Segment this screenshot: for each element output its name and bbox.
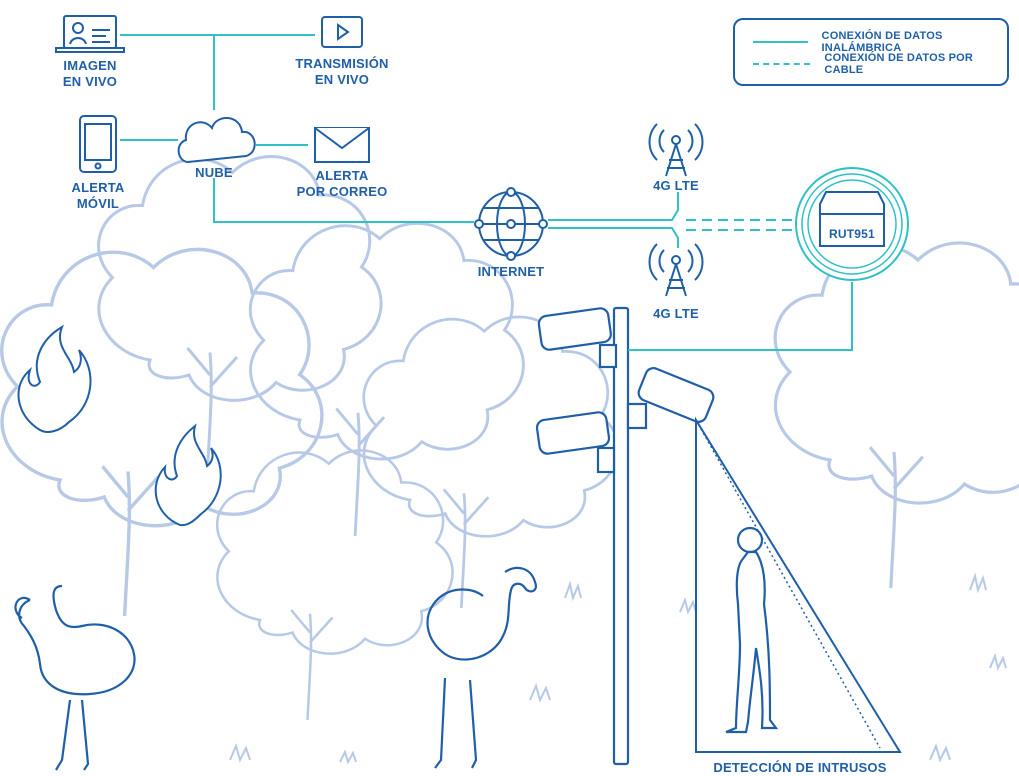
camera-pole (535, 306, 715, 766)
tree (215, 449, 454, 722)
camera-icon (535, 411, 616, 474)
wireless-link (213, 34, 315, 110)
email-alert-label: ALERTA POR CORREO (292, 168, 392, 200)
live-stream-label: TRANSMISIÓN EN VIVO (292, 56, 392, 88)
live-stream-line2: EN VIVO (314, 72, 370, 87)
grass-tuft (679, 596, 697, 615)
router-label: RUT951 (829, 227, 875, 241)
wireless-link (120, 34, 215, 110)
tree (773, 241, 1019, 590)
grass-tuft (969, 572, 987, 594)
cloud-label: NUBE (195, 165, 233, 180)
camera-icon (537, 307, 618, 369)
grass-tuft (339, 749, 357, 765)
live-stream-line1: TRANSMISIÓN (295, 56, 389, 71)
email-alert-line2: POR CORREO (296, 184, 388, 199)
camera-icon (626, 367, 715, 430)
email-alert-line1: ALERTA (315, 168, 369, 183)
mobile-alert-line2: MÓVIL (76, 196, 120, 211)
wireless-link (548, 192, 679, 221)
grass-tuft (229, 743, 251, 763)
lte-bottom-label: 4G LTE (653, 306, 699, 321)
legend-wireless-label: CONEXIÓN DE DATOS INALÁMBRICA (821, 30, 943, 54)
legend-wireless: CONEXIÓN DE DATOS INALÁMBRICA (753, 30, 1007, 54)
tree (97, 155, 383, 482)
live-image-label: IMAGEN EN VIVO (46, 58, 134, 90)
phone-icon (79, 115, 117, 173)
antenna-icon (648, 243, 704, 297)
cloud-icon (177, 117, 256, 164)
globe-icon (474, 187, 548, 261)
lte-top-label: 4G LTE (653, 178, 699, 193)
legend: CONEXIÓN DE DATOS INALÁMBRICA CONEXIÓN D… (733, 18, 1009, 86)
legend-wired-label: CONEXIÓN DE DATOS POR CABLE (824, 52, 974, 76)
tree (362, 315, 620, 610)
intruder-person (725, 526, 779, 734)
detection-label: DETECCIÓN DE INTRUSOS (713, 760, 887, 775)
live-image-line1: IMAGEN (63, 58, 117, 73)
legend-wireless-swatch (753, 41, 808, 43)
legend-wired: CONEXIÓN DE DATOS POR CABLE (753, 52, 1007, 76)
envelope-icon (314, 127, 370, 163)
wireless-link (213, 178, 474, 223)
antenna-icon (648, 123, 704, 177)
mobile-alert-line1: ALERTA (71, 180, 125, 195)
flamingo-left (14, 584, 136, 771)
router-icon (795, 167, 909, 281)
detection-zone (695, 416, 902, 753)
forest-background (0, 155, 1019, 765)
grass-tuft (564, 580, 582, 602)
play-icon (321, 16, 363, 48)
laptop-icon (55, 15, 125, 53)
fire-icon (17, 324, 222, 527)
grass-tuft (529, 683, 551, 703)
live-image-line2: EN VIVO (62, 74, 118, 89)
grass-tuft (989, 652, 1007, 671)
mobile-alert-label: ALERTA MÓVIL (58, 180, 138, 212)
wireless-link (628, 282, 853, 351)
connections (120, 34, 853, 351)
legend-wired-swatch (753, 63, 811, 65)
pole (612, 306, 630, 766)
internet-label: INTERNET (477, 264, 545, 279)
wireless-link (548, 227, 679, 248)
grass-tuft (929, 743, 951, 763)
flamingo-right (426, 566, 537, 769)
